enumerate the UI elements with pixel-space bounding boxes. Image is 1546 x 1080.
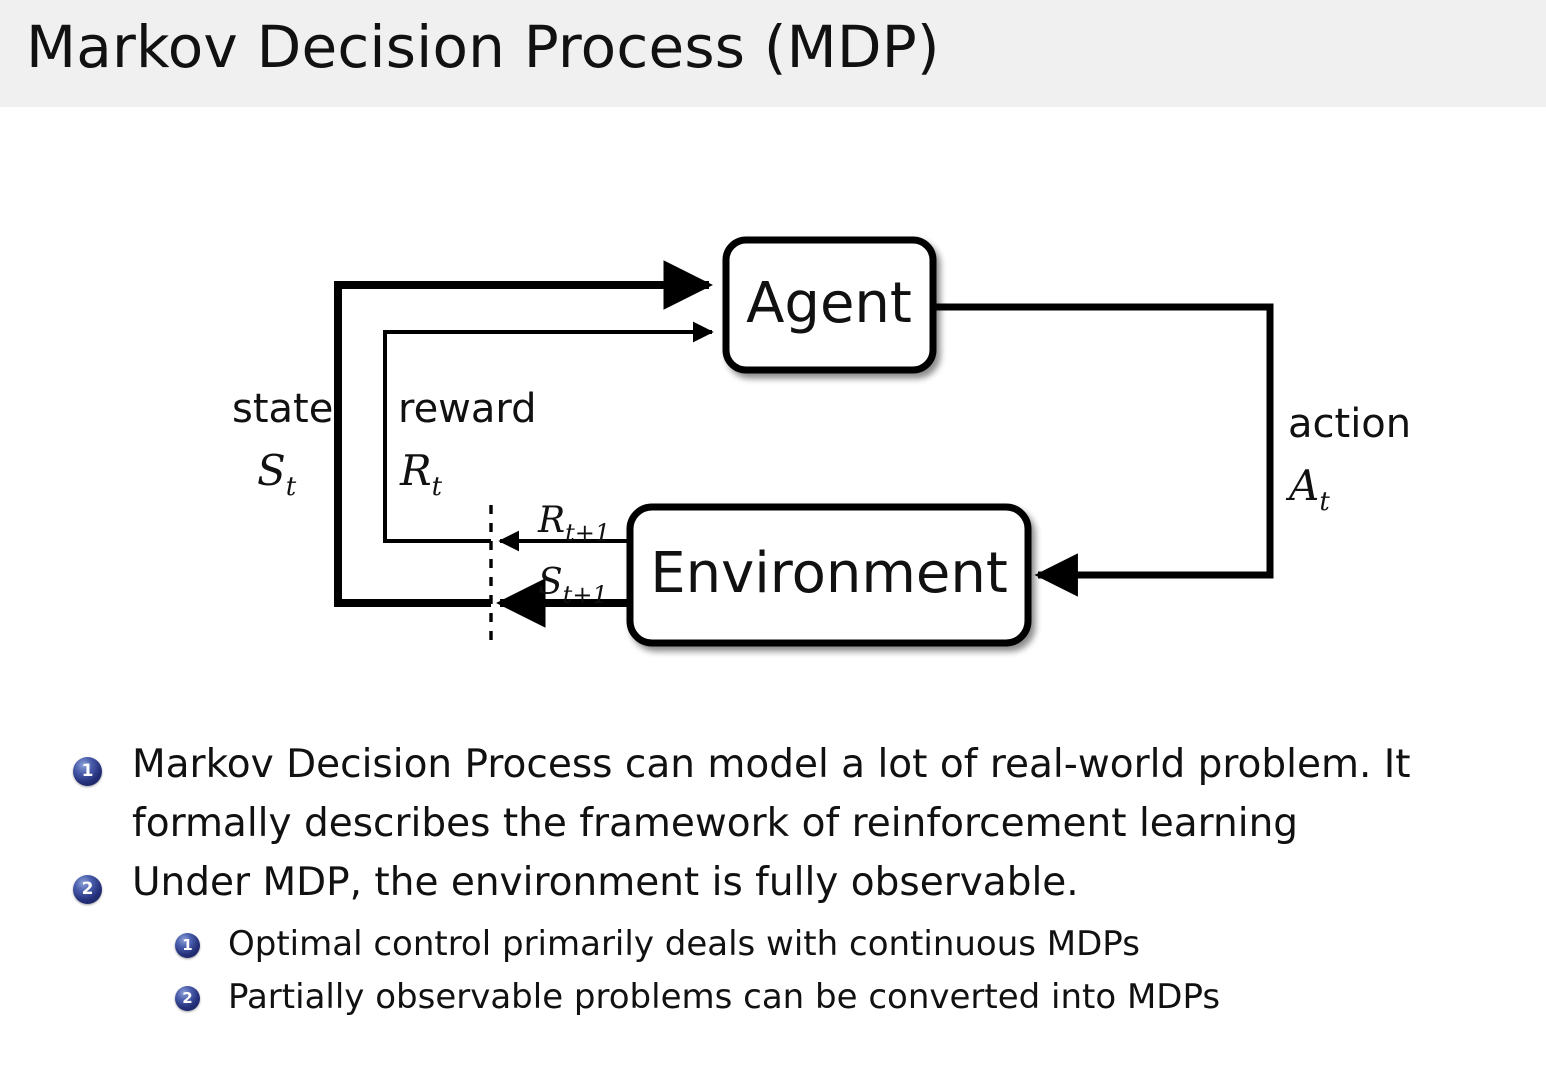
bullet-list: 1 Markov Decision Process can model a lo… (0, 735, 1546, 1024)
label-reward-word: reward (398, 386, 537, 432)
bullet-badge-1: 1 (73, 757, 102, 786)
list-item: 2 Partially observable problems can be c… (0, 971, 1546, 1024)
svg-text:St: St (257, 446, 297, 502)
label-state: state St (232, 386, 333, 502)
sub-bullet-2-text: Partially observable problems can be con… (228, 977, 1221, 1017)
svg-text:At: At (1285, 461, 1330, 517)
node-agent-label: Agent (746, 271, 912, 336)
edge-action-path (933, 303, 1274, 597)
label-state-next: St+1 (538, 562, 608, 609)
list-item: 1 Optimal control primarily deals with c… (0, 918, 1546, 971)
svg-text:Rt: Rt (399, 446, 443, 502)
label-state-next-symbol: S (538, 562, 563, 603)
bullet-1-line-2: formally describes the framework of rein… (132, 801, 1299, 846)
svg-text:Rt+1: Rt+1 (537, 500, 610, 547)
bullet-2-line-1: Under MDP, the environment is fully obse… (132, 860, 1079, 905)
slide-header-band: Markov Decision Process (MDP) (0, 0, 1546, 107)
edge-state-path (334, 260, 713, 607)
label-reward-next-sub: t+1 (565, 519, 610, 547)
label-reward-symbol: R (399, 446, 432, 495)
node-agent: Agent (722, 236, 937, 374)
label-state-symbol: S (257, 446, 286, 495)
label-state-word: state (232, 386, 333, 432)
bullet-badge-2: 2 (73, 875, 102, 904)
label-action-symbol-sub: t (1319, 487, 1330, 517)
label-state-symbol-sub: t (286, 472, 297, 502)
sub-bullet-badge-1: 1 (175, 933, 200, 958)
node-environment-label: Environment (650, 541, 1008, 606)
label-action-symbol: A (1285, 461, 1319, 510)
edge-reward-path (383, 321, 714, 543)
label-reward: reward Rt (398, 386, 537, 502)
list-item: 2 Under MDP, the environment is fully ob… (0, 853, 1546, 912)
label-reward-symbol-sub: t (432, 472, 443, 502)
label-action: action At (1285, 401, 1411, 517)
label-state-next-sub: t+1 (563, 581, 608, 609)
node-environment: Environment (626, 503, 1032, 647)
page-title: Markov Decision Process (MDP) (26, 13, 940, 81)
svg-text:St+1: St+1 (538, 562, 608, 609)
label-reward-next: Rt+1 (537, 500, 610, 547)
bullet-1-line-1: Markov Decision Process can model a lot … (132, 742, 1411, 787)
sub-bullet-1-text: Optimal control primarily deals with con… (228, 924, 1140, 964)
label-reward-next-symbol: R (537, 500, 565, 541)
list-item: 1 Markov Decision Process can model a lo… (0, 735, 1546, 853)
label-action-word: action (1288, 401, 1411, 447)
sub-bullet-badge-2: 2 (175, 986, 200, 1011)
mdp-agent-environment-diagram: Agent Environment state St reward Rt act… (0, 107, 1546, 717)
